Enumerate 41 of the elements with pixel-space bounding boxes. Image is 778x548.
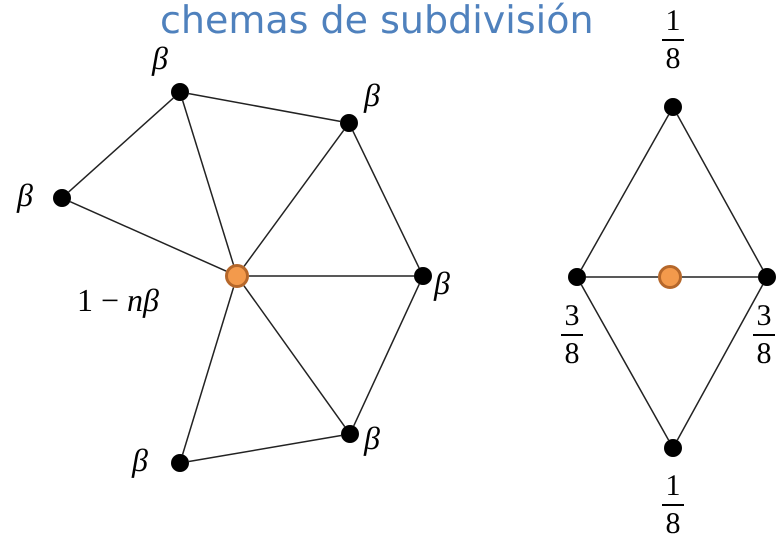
vertex-dot: [341, 425, 359, 443]
connector-line: [243, 130, 344, 267]
vertex-dot: [568, 268, 586, 286]
connector-line: [682, 276, 758, 278]
connector-line: [68, 97, 174, 193]
vertex-dot: [53, 189, 71, 207]
connector-line: [676, 114, 764, 270]
connector-line: [70, 200, 226, 272]
connector-line: [188, 434, 342, 462]
weight-fraction: 1 8: [662, 6, 684, 74]
weight-fraction: 3 8: [753, 301, 775, 369]
connector-line: [580, 114, 670, 270]
connector-line: [353, 284, 420, 426]
connector-line: [243, 285, 346, 428]
connector-line: [188, 92, 340, 122]
weight-label: β: [364, 422, 380, 454]
weight-label: β: [132, 444, 148, 476]
connector-line: [676, 284, 764, 440]
highlighted-vertex-dot: [658, 265, 682, 289]
vertex-dot: [664, 98, 682, 116]
title: chemas de subdivisión: [160, 0, 594, 42]
connector-line: [182, 287, 234, 455]
vertex-dot: [414, 267, 432, 285]
weight-label: β: [364, 79, 380, 111]
connector-line: [586, 276, 658, 278]
weight-label: β: [17, 179, 33, 211]
highlighted-vertex-dot: [225, 264, 249, 288]
connector-line: [182, 100, 234, 265]
connector-line: [352, 130, 420, 268]
weight-label: 1 − nβ: [77, 284, 159, 316]
vertex-dot: [171, 83, 189, 101]
vertex-dot: [664, 439, 682, 457]
vertex-dot: [758, 268, 776, 286]
weight-fraction: 1 8: [662, 471, 684, 539]
connector-line: [249, 275, 414, 277]
weight-label: β: [434, 267, 450, 299]
vertex-dot: [340, 114, 358, 132]
connector-line: [580, 284, 670, 441]
weight-label: β: [152, 42, 168, 74]
vertex-dot: [171, 454, 189, 472]
weight-fraction: 3 8: [561, 301, 583, 369]
